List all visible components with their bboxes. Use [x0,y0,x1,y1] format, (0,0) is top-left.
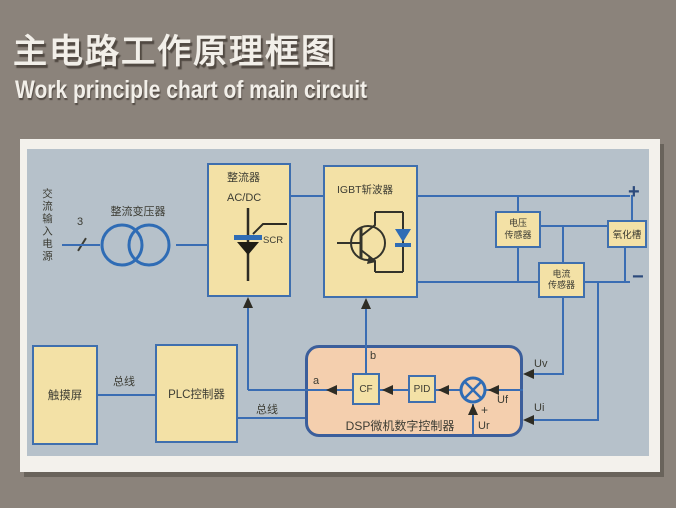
wire-tank-bottom [624,248,626,282]
touch-screen-block: 触摸屏 [32,345,98,445]
igbt-chopper-label: IGBT斩波器 [337,184,394,196]
uv-arrow-icon [523,369,534,379]
page-title: 主电路工作原理框图 [13,33,337,71]
wire-vsensor-tank [541,225,607,227]
signal-b-label: b [370,350,377,362]
wire-ur-vertical [472,404,474,434]
cf-label: CF [359,383,373,395]
mixer-pid-arrow-icon [438,385,449,395]
wire-pid-cf [380,389,408,391]
transformer-icon [100,223,171,267]
cf-block: CF [352,373,380,405]
wire-ac-1 [62,244,100,246]
wire-uf [486,389,523,391]
wire-minus-rail-a [418,281,540,283]
dsp-controller-label: DSP微机数字控制器 [345,419,455,433]
pid-block: PID [408,375,436,403]
ui-arrow-icon [523,415,534,425]
wire-bus-2 [238,417,305,419]
pid-cf-arrow-icon [382,385,393,395]
plc-block: PLC控制器 [155,344,238,443]
current-sensor-block: 电流 传感器 [538,262,585,298]
ur-arrow-icon [468,404,478,415]
rectifier-title: 整流器 [227,172,260,184]
pid-label: PID [413,383,431,395]
bus-1-label: 总线 [113,376,135,388]
wire-uv-vertical [562,297,564,375]
signal-a-label: a [313,375,320,387]
wire-vsensor-to-rail [517,247,519,282]
plc-label: PLC控制器 [168,388,225,401]
ui-label: Ui [534,402,545,414]
voltage-sensor-block: 电压 传感器 [495,211,541,248]
wire-ui-horizontal [527,419,599,421]
page-subtitle: Work principle chart of main circuit [15,76,368,104]
ac-input-label: 交流输入电源 [41,188,53,263]
phase-count-label: 3 [77,216,84,228]
uf-label: Uf [497,394,508,406]
uv-label: Uv [534,358,548,370]
wire-ac-2 [176,244,207,246]
touch-screen-label: 触摸屏 [47,390,83,402]
rectifier-subtitle: AC/DC [227,192,262,204]
wire-uv-horizontal [527,373,564,375]
wire-bus-1 [98,394,155,396]
transformer-label: 整流变压器 [110,206,166,218]
wire-ui-vertical [597,281,599,421]
wire-mixer-pid [436,389,462,391]
oxidation-tank-block: 氧化槽 [607,220,647,248]
igbt-symbol-icon [337,211,411,273]
wire-dc-plus [418,195,630,197]
wire-tank-top [631,195,633,220]
voltage-sensor-label: 电压 传感器 [504,218,532,240]
current-sensor-label: 电流 传感器 [547,268,575,290]
bus-2-label: 总线 [256,404,278,416]
wire-minus-rail-b [585,281,630,283]
uf-arrow-icon [488,385,499,395]
wire-signal-b-vertical [365,303,367,374]
igbt-gate-arrow-icon [361,298,371,309]
wire-signal-a-vertical [247,302,249,390]
mixer-icon [459,376,487,404]
signal-a-arrow-icon [326,385,337,395]
wire-signal-a [248,389,354,391]
wire-link-to-csensor [562,225,564,262]
wire-plus-to-vsensor [517,195,519,211]
oxidation-tank-label: 氧化槽 [612,230,642,241]
wire-rect-igbt [291,195,323,197]
sum-plus-label: + [481,403,489,417]
rectifier-gate-arrow-icon [243,297,253,308]
ur-label: Ur [478,420,490,432]
scr-symbol-icon [234,208,287,281]
minus-terminal: − [632,266,644,288]
scr-label: SCR [263,235,284,246]
plus-terminal: + [628,181,640,203]
